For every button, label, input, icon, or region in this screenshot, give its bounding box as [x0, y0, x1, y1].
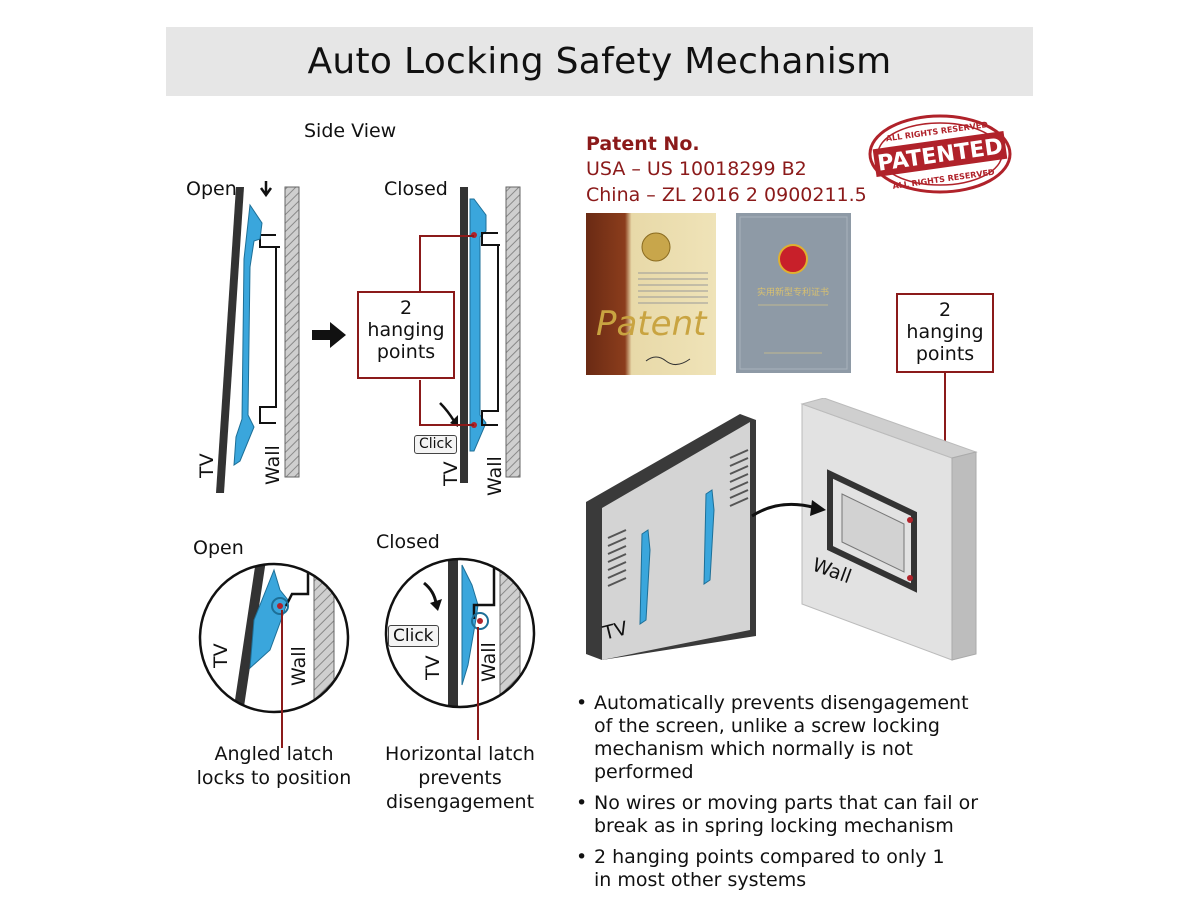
- svg-text:实用新型专利证书: 实用新型专利证书: [757, 286, 829, 298]
- page-title: Auto Locking Safety Mechanism: [307, 41, 892, 82]
- detail-closed-wall-label: Wall: [478, 642, 500, 682]
- detail-closed-circle: [384, 557, 536, 740]
- detail-closed-tv-label: TV: [422, 655, 444, 680]
- detail-open-wall-label: Wall: [288, 646, 310, 686]
- caption-angled-latch: Angled latch locks to position: [196, 743, 352, 789]
- side-closed-tv-label: TV: [440, 461, 462, 486]
- side-open-tv-label: TV: [196, 453, 218, 478]
- iso-hanging-points-box: 2 hanging points: [896, 293, 994, 373]
- patent-usa: USA – US 10018299 B2: [586, 158, 807, 180]
- side-closed-label: Closed: [384, 178, 448, 200]
- hanging-callout-lines: [419, 235, 474, 426]
- hanging-points-box: 2 hanging points: [357, 291, 455, 379]
- wall-bracket: [481, 232, 500, 426]
- patented-stamp: PATENTED ALL RIGHTS RESERVED ALL RIGHTS …: [868, 114, 1012, 194]
- detail-open-tv-label: TV: [210, 643, 232, 668]
- isometric-mount-illustration: [586, 398, 978, 661]
- patent-heading: Patent No.: [586, 133, 700, 155]
- side-open-diagram: [216, 181, 300, 493]
- tv-panel: [216, 187, 244, 493]
- detail-open-label: Open: [193, 537, 244, 559]
- arrow-right-icon: [312, 322, 346, 348]
- detail-open-circle: [198, 562, 350, 748]
- down-arrow-icon: [259, 181, 273, 198]
- detail-click-tag: Click: [388, 625, 439, 647]
- side-closed-wall-label: Wall: [484, 456, 506, 496]
- click-tag: Click: [414, 435, 458, 454]
- patent-china: China – ZL 2016 2 0900211.5: [586, 184, 867, 206]
- tv-bracket: [233, 203, 263, 466]
- wall-plate: [827, 469, 917, 593]
- feature-item: No wires or moving parts that can fail o…: [576, 792, 1016, 838]
- wall-bracket: [259, 234, 280, 424]
- wall-hatch: [284, 186, 300, 478]
- feature-item: Automatically prevents disengagement of …: [576, 692, 1016, 784]
- china-patent-certificate-image: 实用新型专利证书: [736, 213, 851, 373]
- tv-panel: [460, 187, 468, 483]
- side-open-wall-label: Wall: [262, 445, 284, 485]
- feature-list: Automatically prevents disengagement of …: [576, 692, 1016, 900]
- title-banner: Auto Locking Safety Mechanism: [166, 27, 1033, 96]
- feature-item: 2 hanging points compared to only 1 in m…: [576, 846, 1016, 892]
- arrow-icon: [810, 500, 826, 516]
- detail-closed-label: Closed: [376, 531, 440, 553]
- side-closed-diagram: [439, 186, 521, 483]
- side-open-label: Open: [186, 178, 237, 200]
- tv-back: [602, 422, 750, 660]
- side-view-heading: Side View: [304, 120, 397, 142]
- svg-text:Patent: Patent: [596, 304, 708, 344]
- caption-horizontal-latch: Horizontal latch prevents disengagement: [385, 743, 535, 813]
- us-patent-certificate-image: Patent: [586, 213, 716, 375]
